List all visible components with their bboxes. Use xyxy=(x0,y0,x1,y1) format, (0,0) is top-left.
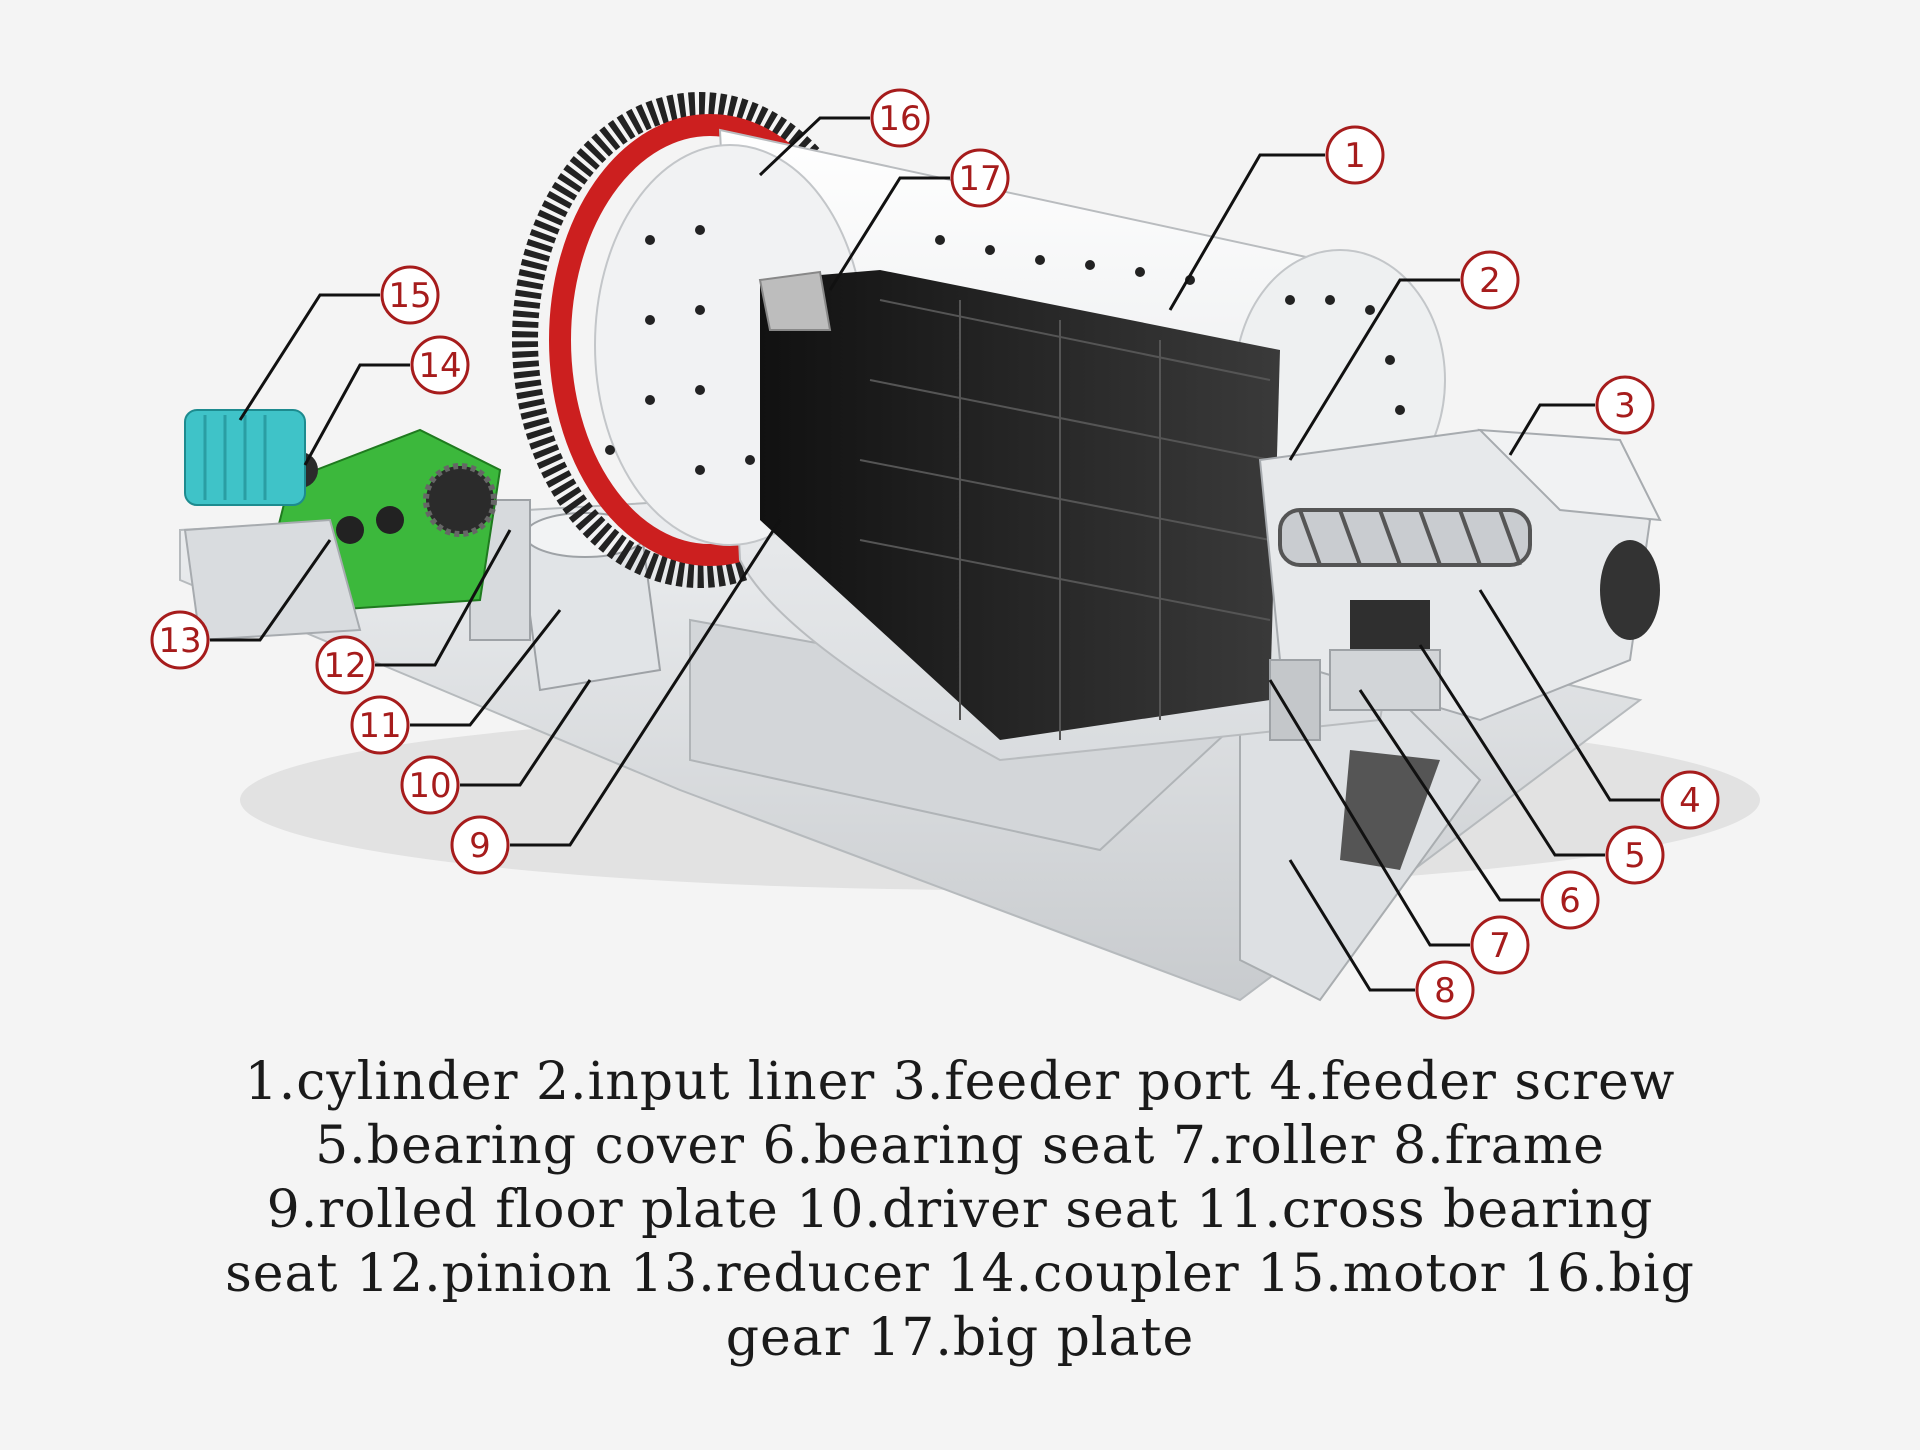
svg-text:1: 1 xyxy=(1344,136,1366,176)
callout-13: 13 xyxy=(150,610,210,670)
bearing-cover xyxy=(1350,600,1430,650)
svg-text:7: 7 xyxy=(1489,926,1511,966)
reducer-port-1 xyxy=(336,516,364,544)
legend-line-5: gear 17.big plate xyxy=(725,1308,1195,1368)
svg-text:13: 13 xyxy=(158,621,201,661)
feeder-port xyxy=(1477,428,1662,522)
svg-text:9: 9 xyxy=(469,826,491,866)
legend-line-2: 5.bearing cover 6.bearing seat 7.roller … xyxy=(315,1116,1605,1176)
drive-base xyxy=(183,518,362,642)
callout-14: 14 xyxy=(410,335,470,395)
legend-line-4: seat 12.pinion 13.reducer 14.coupler 15.… xyxy=(225,1244,1695,1304)
callout-15: 15 xyxy=(380,265,440,325)
svg-text:8: 8 xyxy=(1434,971,1456,1011)
liner-interior xyxy=(760,270,1280,740)
legend-line-3: 9.rolled floor plate 10.driver seat 11.c… xyxy=(266,1180,1654,1240)
parts-legend: 1.cylinder 2.input liner 3.feeder port 4… xyxy=(40,1050,1880,1370)
pinion xyxy=(423,463,497,537)
svg-text:2: 2 xyxy=(1479,261,1501,301)
ball-mill-diagram: 1 2 3 4 5 6 7 8 9 10 11 12 13 14 15 16 1… xyxy=(150,88,1760,1020)
callout-9: 9 xyxy=(450,815,510,875)
svg-text:4: 4 xyxy=(1679,781,1701,821)
svg-text:3: 3 xyxy=(1614,386,1636,426)
callout-2: 2 xyxy=(1460,250,1520,310)
legend-line-1: 1.cylinder 2.input liner 3.feeder port 4… xyxy=(244,1052,1676,1112)
callout-12: 12 xyxy=(315,635,375,695)
svg-text:12: 12 xyxy=(323,646,366,686)
svg-text:14: 14 xyxy=(418,346,461,386)
callout-8: 8 xyxy=(1415,960,1475,1020)
svg-text:10: 10 xyxy=(408,766,451,806)
svg-text:17: 17 xyxy=(958,159,1001,199)
callout-4: 4 xyxy=(1660,770,1720,830)
callout-16: 16 xyxy=(870,88,930,148)
svg-text:15: 15 xyxy=(388,276,431,316)
svg-text:11: 11 xyxy=(358,706,401,746)
callout-10: 10 xyxy=(400,755,460,815)
callout-3: 3 xyxy=(1595,375,1655,435)
motor-fins xyxy=(203,415,267,500)
leader-lines xyxy=(210,116,1660,992)
big-plate xyxy=(758,270,832,331)
bearing-seat xyxy=(1329,649,1441,711)
svg-text:5: 5 xyxy=(1624,836,1646,876)
callout-11: 11 xyxy=(350,695,410,755)
svg-text:16: 16 xyxy=(878,99,921,139)
shell-bolts xyxy=(605,225,1405,475)
reducer-port-2 xyxy=(376,506,404,534)
roller xyxy=(1269,659,1321,741)
callout-6: 6 xyxy=(1540,870,1600,930)
callouts: 1 2 3 4 5 6 7 8 9 10 11 12 13 14 15 16 1… xyxy=(150,88,1720,1020)
callout-5: 5 xyxy=(1605,825,1665,885)
svg-text:6: 6 xyxy=(1559,881,1581,921)
callout-17: 17 xyxy=(950,148,1010,208)
feeder-screw xyxy=(1278,508,1532,567)
feeder-port-opening xyxy=(1600,540,1660,640)
callout-7: 7 xyxy=(1470,915,1530,975)
callout-1: 1 xyxy=(1325,125,1385,185)
liner-grid xyxy=(859,299,1271,740)
